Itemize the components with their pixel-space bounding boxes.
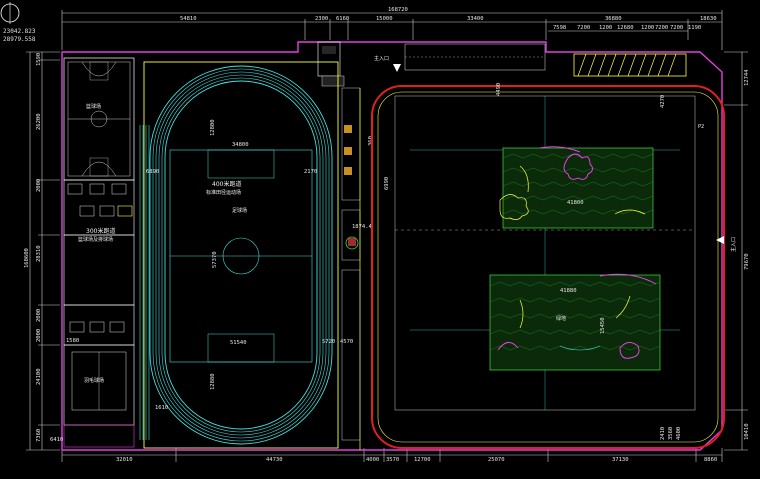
top-building-strip — [317, 41, 546, 87]
dim-top-1: 54810 — [180, 16, 197, 22]
dim-left-4: 28310 — [36, 245, 42, 262]
dim-top-3: 6160 — [336, 16, 349, 22]
dim-1580: 1580 — [66, 338, 79, 344]
dim-top-r7: 7200 — [670, 25, 683, 31]
dim-track-len: 57370 — [212, 251, 218, 268]
dim-bottom-5: 12700 — [414, 457, 431, 463]
dim-12800: 12800 — [210, 119, 216, 136]
dim-left-1: 1590 — [36, 53, 42, 66]
dim-4490: 4490 — [496, 83, 502, 96]
field-center-label: 足球场 — [232, 207, 247, 214]
dim-bottom-8: 8860 — [704, 457, 717, 463]
coord-line-2: 28979.558 — [3, 36, 36, 43]
dim-12880: 12880 — [210, 373, 216, 390]
dim-bottom-7: 37130 — [612, 457, 629, 463]
small-label-p2: P2 — [698, 124, 704, 130]
dim-left-6: 2000 — [36, 329, 42, 342]
middle-strip — [341, 87, 361, 450]
dim-top-4: 15000 — [376, 16, 393, 22]
lower-garden — [489, 273, 661, 371]
dim-garden-lower: 41880 — [560, 288, 577, 294]
campus-right — [371, 85, 725, 449]
dim-top-7: 18630 — [700, 16, 717, 22]
dim-left-7: 24100 — [36, 368, 42, 385]
dim-track-width: 34800 — [232, 142, 249, 148]
dim-top-r6: 7200 — [655, 25, 668, 31]
dim-4570: 4570 — [340, 339, 353, 345]
dim-1610: 1610 — [155, 405, 168, 411]
dim-bottom-width: 51540 — [230, 340, 247, 346]
dim-bottom-6: 25070 — [488, 457, 505, 463]
side-entrance-label: 主入口 — [730, 237, 737, 252]
dim-4600: 4600 — [676, 427, 682, 440]
running-track — [139, 61, 339, 449]
dim-top-r3: 1200 — [599, 25, 612, 31]
side-entrance-arrow-icon — [716, 236, 724, 244]
dim-garden-upper: 41800 — [567, 200, 584, 206]
dim-6990: 6990 — [384, 177, 390, 190]
dim-bottom-3: 4000 — [366, 457, 379, 463]
court-basketball-label: 篮球场 — [86, 103, 101, 110]
tennis-label: 羽毛球场 — [84, 377, 104, 384]
stadium-sub: 标准田径运动场 — [206, 189, 241, 196]
dim-right-1: 12744 — [744, 69, 750, 86]
dim-left-8: 7360 — [36, 429, 42, 442]
dim-top-r1: 7598 — [553, 25, 566, 31]
parking-stripes — [573, 53, 687, 77]
top-dimension-lines — [61, 10, 723, 50]
upper-garden — [499, 146, 654, 229]
dim-right-3: 10410 — [744, 423, 750, 440]
dim-left-2: 26200 — [36, 113, 42, 130]
dim-6410: 6410 — [50, 437, 63, 443]
dim-top-6: 36880 — [605, 16, 622, 22]
dim-1874: 1874.4 — [352, 224, 373, 230]
dim-left-5: 2000 — [36, 309, 42, 322]
dim-overall-top: 168720 — [388, 7, 408, 13]
garden-label: 绿地 — [556, 315, 566, 322]
court-300-sub-label: 篮球场及排球场 — [78, 236, 113, 243]
entrance-arrow-icon — [393, 64, 401, 72]
dim-bottom-2: 44730 — [266, 457, 283, 463]
dim-top-r5: 1200 — [641, 25, 654, 31]
coord-line-1: 23042.823 — [3, 28, 36, 35]
left-dimension-lines — [26, 51, 60, 451]
stadium-title: 400米跑道 — [212, 180, 241, 188]
dim-garden-lower-v: 15450 — [600, 317, 606, 334]
dim-2410: 2410 — [660, 427, 666, 440]
dim-top-2: 2300 — [315, 16, 328, 22]
dim-bottom-1: 32010 — [116, 457, 133, 463]
dim-top-r2: 7200 — [577, 25, 590, 31]
dim-5720: 5720 — [322, 339, 335, 345]
dim-3560: 3560 — [668, 427, 674, 440]
site-boundary — [61, 41, 723, 451]
dim-bottom-4: 3570 — [386, 457, 399, 463]
court-300-label: 300米跑道 — [86, 227, 115, 235]
dim-2170: 2170 — [304, 169, 317, 175]
dim-6890: 6890 — [146, 169, 159, 175]
dim-top-5: 33400 — [467, 16, 484, 22]
north-marker — [0, 2, 20, 24]
dim-4270: 4270 — [660, 95, 666, 108]
left-courts-column — [63, 57, 135, 448]
dim-left-3: 2000 — [36, 179, 42, 192]
right-dimension-lines — [724, 51, 748, 451]
dim-right-2: 79670 — [744, 253, 750, 270]
main-entrance-label: 主入口 — [374, 55, 389, 62]
dim-top-r8: 1190 — [688, 25, 701, 31]
dim-top-r4: 12680 — [617, 25, 634, 31]
dim-left-overall: 160600 — [24, 248, 30, 268]
